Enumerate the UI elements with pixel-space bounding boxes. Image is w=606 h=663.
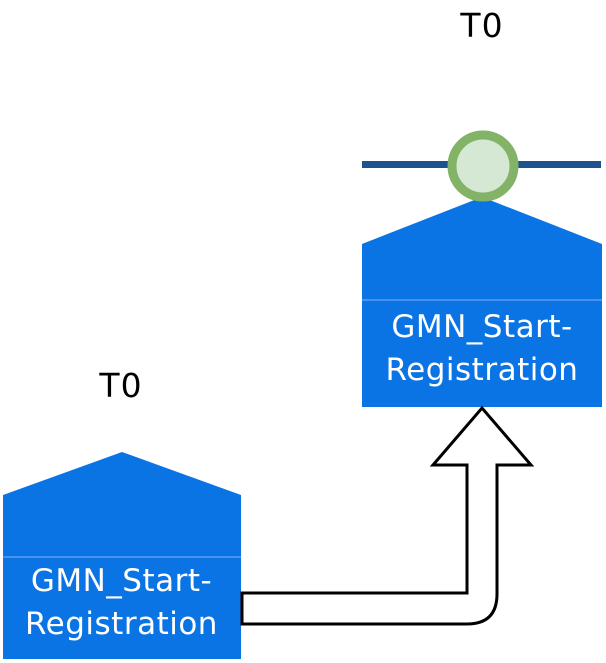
right-node-label-line2: Registration [385,352,579,388]
connector-bent-arrow [240,405,535,626]
left-node-label-line1: GMN_Start- [30,563,213,599]
timeline-label-right: T0 [460,6,504,45]
left-node-label: GMN_Start- Registration [2,560,241,646]
right-node-label: GMN_Start- Registration [362,306,602,392]
left-node-label-line2: Registration [25,606,218,642]
right-node-label-line1: GMN_Start- [391,309,573,345]
milestone-circle [447,130,519,202]
timeline-label-left: T0 [99,366,143,405]
left-node-pentagon-shape [3,452,241,659]
right-node-pentagon-shape [362,197,602,407]
